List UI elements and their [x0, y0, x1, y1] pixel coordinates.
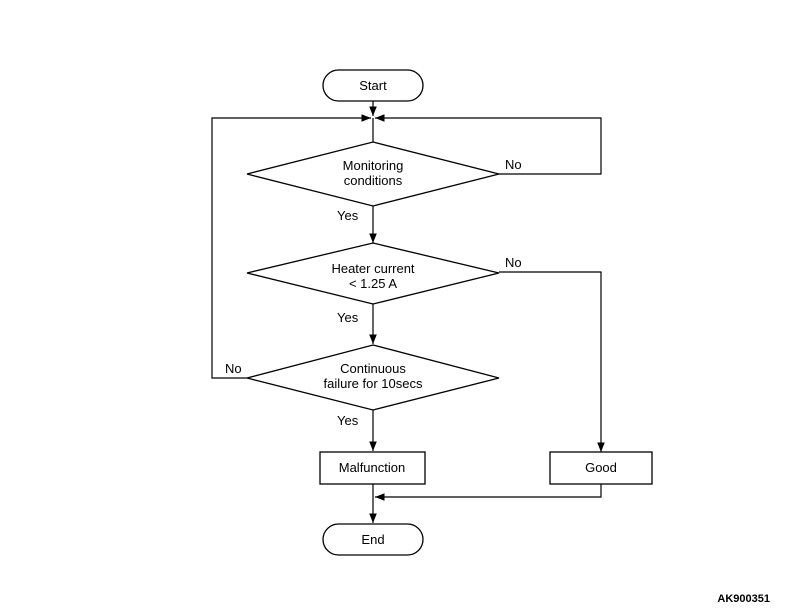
- figure-code: AK900351: [717, 593, 770, 605]
- heater-label-line2: < 1.25 A: [349, 276, 397, 291]
- connectors: [211, 101, 605, 523]
- continuous-no-label: No: [225, 361, 242, 376]
- good-node: Good: [549, 451, 653, 485]
- malfunction-label: Malfunction: [339, 460, 405, 475]
- monitoring-label-line2: conditions: [344, 173, 403, 188]
- monitoring-label-line1: Monitoring: [343, 158, 404, 173]
- good-label: Good: [585, 460, 617, 475]
- start-node: Start: [322, 69, 424, 102]
- edge-good-merge: [375, 484, 602, 501]
- continuous-failure-decision: Continuous failure for 10secs: [246, 344, 500, 411]
- heater-yes-label: Yes: [337, 310, 359, 325]
- heater-label-line1: Heater current: [331, 261, 414, 276]
- continuous-label-line1: Continuous: [340, 361, 406, 376]
- malfunction-node: Malfunction: [319, 451, 426, 485]
- monitoring-no-label: No: [505, 157, 522, 172]
- monitoring-conditions-decision: Monitoring conditions: [246, 141, 500, 207]
- start-label: Start: [359, 78, 387, 93]
- continuous-label-line2: failure for 10secs: [324, 376, 423, 391]
- heater-current-decision: Heater current < 1.25 A: [246, 242, 500, 305]
- continuous-yes-label: Yes: [337, 413, 359, 428]
- end-node: End: [322, 523, 424, 556]
- heater-no-label: No: [505, 255, 522, 270]
- edge-continuous-no-loop: [211, 114, 371, 379]
- monitoring-yes-label: Yes: [337, 208, 359, 223]
- edge-monitoring-no-loop: [375, 114, 602, 175]
- end-label: End: [361, 532, 384, 547]
- edge-heater-no: [499, 271, 605, 452]
